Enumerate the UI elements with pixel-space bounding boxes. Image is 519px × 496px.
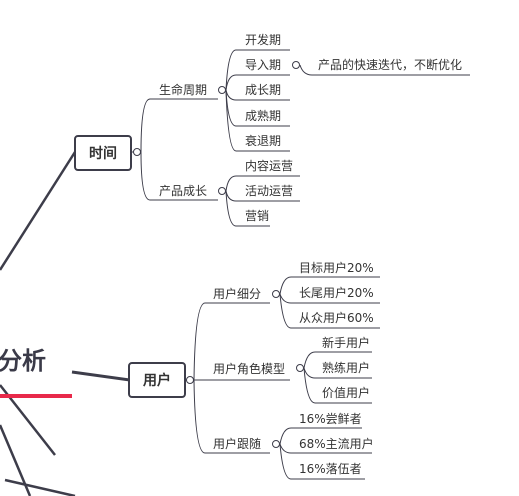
branch-time-node[interactable]: 时间 [74,135,132,171]
leaf-laggards[interactable]: 16%落伍者 [299,462,362,476]
root-node-label[interactable]: 分析 [0,347,46,375]
root-underline [0,394,72,398]
node-product-growth[interactable]: 产品成长 [159,184,208,198]
root-spoke-time [0,151,77,271]
node-user-segmentation[interactable]: 用户细分 [213,287,262,301]
root-spoke-user [71,370,131,382]
leaf-introduction[interactable]: 导入期 [245,58,282,72]
leaf-follower-users[interactable]: 从众用户60% [299,311,374,325]
leaf-early-adopters[interactable]: 16%尝鲜者 [299,412,362,426]
node-user-following[interactable]: 用户跟随 [213,437,262,451]
leaf-activity-ops[interactable]: 活动运营 [245,184,294,198]
branch-user-node[interactable]: 用户 [128,362,186,398]
leaf-decline[interactable]: 衰退期 [245,134,282,148]
leaf-value-users[interactable]: 价值用户 [322,386,371,400]
leaf-content-ops[interactable]: 内容运营 [245,159,294,173]
leaf-longtail-users[interactable]: 长尾用户20% [299,286,374,300]
node-user-role-model[interactable]: 用户角色模型 [213,362,286,376]
root-spoke-lower-3 [4,478,76,496]
leaf-marketing[interactable]: 营销 [245,209,270,223]
leaf-maturity[interactable]: 成熟期 [245,109,282,123]
leaf-introduction-note[interactable]: 产品的快速迭代，不断优化 [318,58,463,72]
leaf-skilled-users[interactable]: 熟练用户 [322,361,371,375]
node-lifecycle[interactable]: 生命周期 [159,83,208,97]
leaf-development[interactable]: 开发期 [245,33,282,47]
leaf-novice-users[interactable]: 新手用户 [322,336,371,350]
leaf-growth[interactable]: 成长期 [245,83,282,97]
leaf-target-users[interactable]: 目标用户20% [299,261,374,275]
leaf-mainstream-users[interactable]: 68%主流用户 [299,437,374,451]
